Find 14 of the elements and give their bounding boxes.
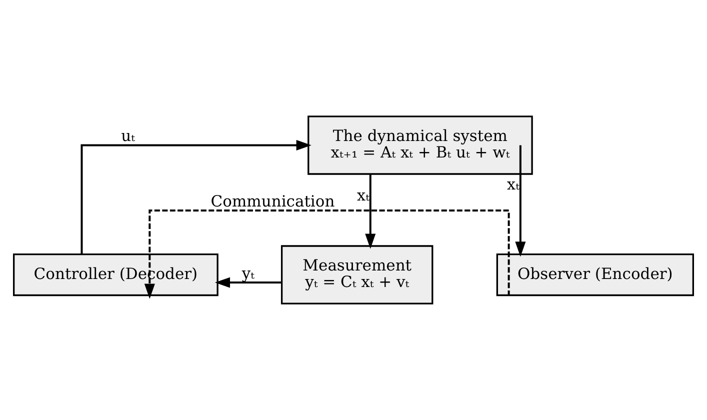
edge-label: Communication [210, 192, 335, 210]
edge-label: uₜ [121, 127, 135, 146]
edge-label: yₜ [242, 264, 254, 282]
node-box: Measurement yₜ = Cₜ xₜ + vₜ [280, 245, 434, 304]
node-box: Observer (Encoder) [496, 253, 694, 296]
edge-label: xₜ [506, 176, 520, 194]
node-box: Controller (Decoder) [13, 253, 218, 296]
arrow [80, 140, 312, 254]
edge-label: xₜ [356, 186, 370, 204]
node-box: The dynamical system xₜ₊₁ = Aₜ xₜ + Bₜ uₜ + wₜ [308, 116, 533, 175]
arrow [515, 145, 526, 257]
arrow [214, 277, 282, 288]
arrow [144, 210, 510, 299]
arrow [365, 174, 376, 249]
